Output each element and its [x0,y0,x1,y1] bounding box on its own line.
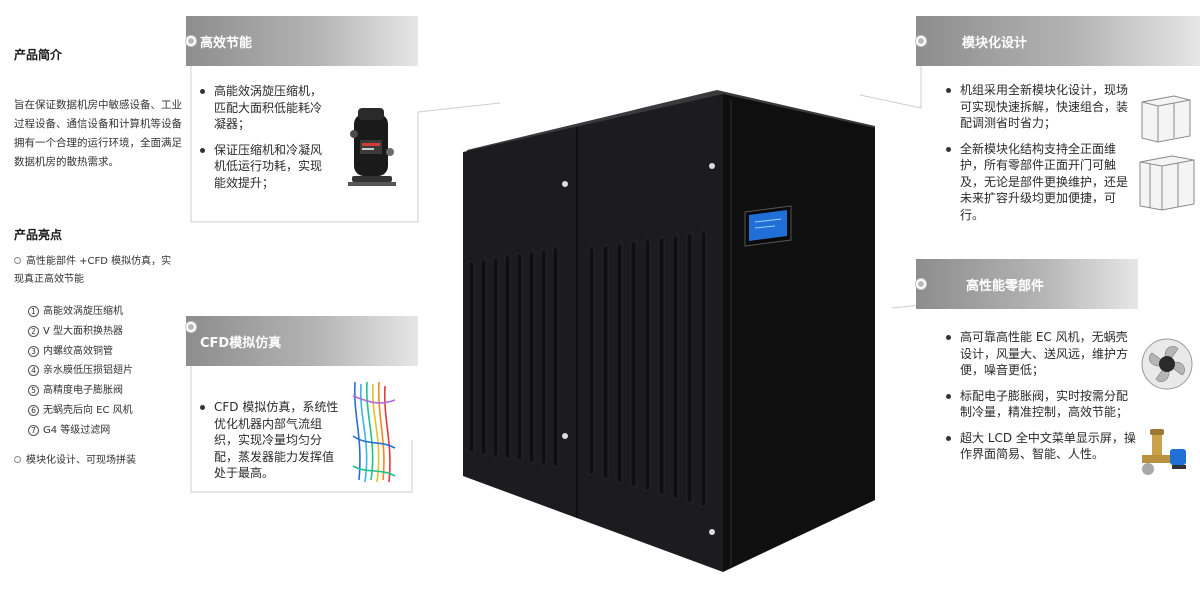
circled-number: 5 [28,385,39,397]
highlight-item: 高性能部件 +CFD 模拟仿真，实现真正高效节能 [14,256,172,285]
module-unit-image [1139,95,1195,211]
intro-title: 产品简介 [14,48,63,62]
callout-components: 高性能零部件 高可靠高性能 EC 风机，无蜗壳设计，风量大、送风远，维护方便，噪… [916,259,1200,559]
callout-list: 机组采用全新模块化设计，现场可实现快速拆解，快速组合，装配调测省时省力； 全新模… [946,82,1132,232]
marker-dot-icon [186,36,196,46]
callout-header: 模块化设计 [916,16,1200,66]
list-item: 全新模块化结构支持全正面维护，所有零部件正面开门可触及，无论是部件更换维护，还是… [946,141,1132,224]
marker-dot-icon [916,36,926,46]
highlight-item: 模块化设计、可现场拼装 [14,452,184,470]
callout-list: 高能效涡旋压缩机，匹配大面积低能耗冷凝器； 保证压缩机和冷凝风机低运行功耗，实现… [200,83,332,200]
circled-number: 1 [28,306,39,317]
list-item: 保证压缩机和冷凝风机低运行功耗，实现能效提升； [200,142,332,192]
callout-efficiency: 高效节能 高能效涡旋压缩机，匹配大面积低能耗冷凝器； 保证压缩机和冷凝风机低运行… [186,16,418,226]
precision-ac-cabinet [463,90,875,572]
vent-grille-center [588,231,707,507]
callout-header: CFD模拟仿真 [186,316,418,366]
lcd-display [749,210,787,241]
ring-bullet-icon [14,257,21,264]
circled-number: 2 [28,325,39,337]
list-item: 机组采用全新模块化设计，现场可实现快速拆解，快速组合，装配调测省时省力； [946,82,1132,132]
expansion-valve-image [1142,429,1186,475]
circled-number: 3 [28,345,39,357]
ec-fan-image [1141,338,1193,390]
callout-title: 高性能零部件 [966,279,1045,294]
callout-cfd: CFD模拟仿真 CFD 模拟仿真，系统性优化机器内部气流组织，实现冷量均匀分配，… [186,316,418,496]
marker-dot-icon [916,279,926,289]
cfd-airflow-image [352,381,396,483]
callout-list: 高可靠高性能 EC 风机，无蜗壳设计，风量大、送风远，维护方便，噪音更低； 标配… [946,329,1136,472]
callout-list: CFD 模拟仿真，系统性优化机器内部气流组织，实现冷量均匀分配，蒸发器能力发挥值… [200,399,342,491]
circled-number: 6 [28,404,39,416]
callout-header: 高效节能 [186,16,418,66]
callout-title: 高效节能 [200,36,253,51]
list-item: CFD 模拟仿真，系统性优化机器内部气流组织，实现冷量均匀分配，蒸发器能力发挥值… [200,399,342,482]
ring-bullet-icon [14,456,21,463]
callout-title: CFD模拟仿真 [200,336,282,351]
list-item: 高能效涡旋压缩机，匹配大面积低能耗冷凝器； [200,83,332,133]
circled-number: 7 [28,424,39,436]
cabinet-side [723,94,875,572]
compressor-image [348,108,396,186]
circled-number: 4 [28,365,39,377]
vent-grille-left [468,247,559,467]
callout-header: 高性能零部件 [916,259,1138,309]
list-item: 超大 LCD 全中文菜单显示屏，操作界面简易、智能、人性。 [946,430,1136,463]
list-item: 高可靠高性能 EC 风机，无蜗壳设计，风量大、送风远，维护方便，噪音更低； [946,329,1136,379]
intro-text: 旨在保证数据机房中敏感设备、工业过程设备、通信设备和计算机等设备拥有一个合理的运… [14,99,182,168]
callout-title: 模块化设计 [962,36,1028,51]
marker-dot-icon [186,322,196,332]
highlights-title: 产品亮点 [14,228,63,242]
callout-modular: 模块化设计 机组采用全新模块化设计，现场可实现快速拆解，快速组合，装配调测省时省… [916,16,1200,236]
list-item: 标配电子膨胀阀，实时按需分配制冷量，精准控制，高效节能； [946,388,1136,421]
